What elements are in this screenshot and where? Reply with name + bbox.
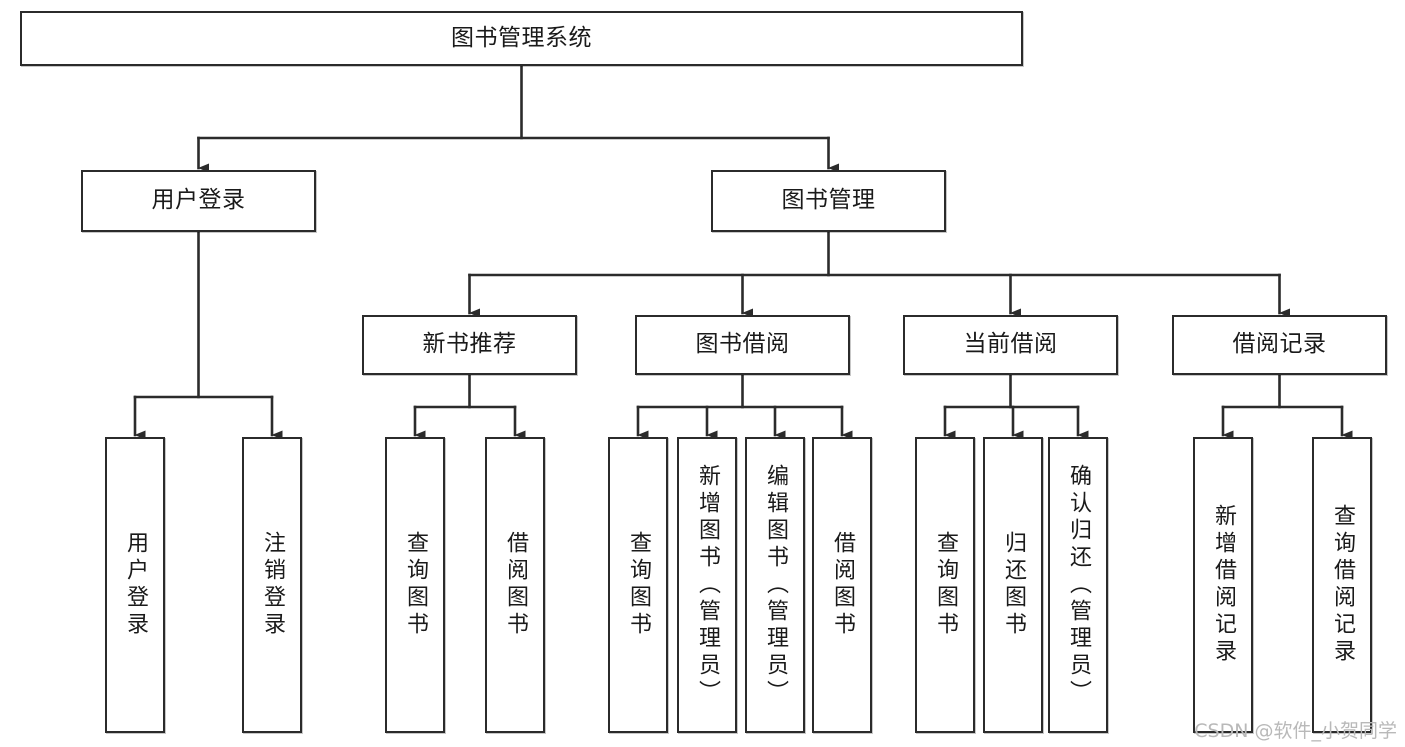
leaf-node-label: 编辑图书（管理员） [763, 463, 788, 707]
root-node-label: 图书管理系统 [451, 24, 592, 51]
node-book-borrow[interactable]: 图书借阅 [635, 315, 850, 375]
level2-node-label: 图书管理 [781, 187, 876, 214]
node-current-borrow[interactable]: 当前借阅 [903, 315, 1118, 375]
node-leaf-return-book[interactable]: 归还图书 [983, 437, 1043, 733]
level3-node-label: 图书借阅 [695, 331, 790, 358]
leaf-node-label: 查询图书 [933, 531, 958, 639]
leaf-node-label: 查询图书 [626, 531, 651, 639]
node-book-manage[interactable]: 图书管理 [711, 170, 946, 232]
node-root-book-management-system[interactable]: 图书管理系统 [20, 11, 1023, 66]
leaf-node-label: 查询图书 [403, 531, 428, 639]
node-leaf-query-book-2[interactable]: 查询图书 [608, 437, 668, 733]
node-leaf-query-record[interactable]: 查询借阅记录 [1312, 437, 1372, 733]
connector-group [133, 64, 1353, 440]
node-user-login[interactable]: 用户登录 [81, 170, 316, 232]
node-leaf-edit-book-admin[interactable]: 编辑图书（管理员） [745, 437, 805, 733]
node-leaf-add-record[interactable]: 新增借阅记录 [1193, 437, 1253, 733]
node-leaf-user-logout[interactable]: 注销登录 [242, 437, 302, 733]
leaf-node-label: 归还图书 [1001, 531, 1026, 639]
leaf-node-label: 用户登录 [123, 531, 148, 639]
node-leaf-add-book-admin[interactable]: 新增图书（管理员） [677, 437, 737, 733]
node-new-book-recommend[interactable]: 新书推荐 [362, 315, 577, 375]
node-borrow-records[interactable]: 借阅记录 [1172, 315, 1387, 375]
node-leaf-borrow-book-1[interactable]: 借阅图书 [485, 437, 545, 733]
level2-node-label: 用户登录 [151, 187, 246, 214]
leaf-node-label: 新增图书（管理员） [695, 463, 720, 707]
node-leaf-user-login[interactable]: 用户登录 [105, 437, 165, 733]
node-leaf-borrow-book-2[interactable]: 借阅图书 [812, 437, 872, 733]
leaf-node-label: 借阅图书 [503, 531, 528, 639]
leaf-node-label: 借阅图书 [830, 531, 855, 639]
leaf-node-label: 新增借阅记录 [1211, 504, 1236, 666]
leaf-node-label: 查询借阅记录 [1330, 504, 1355, 666]
level3-node-label: 当前借阅 [963, 331, 1058, 358]
level3-node-label: 新书推荐 [422, 331, 517, 358]
node-leaf-query-book-1[interactable]: 查询图书 [385, 437, 445, 733]
node-leaf-confirm-return[interactable]: 确认归还（管理员） [1048, 437, 1108, 733]
node-leaf-query-book-3[interactable]: 查询图书 [915, 437, 975, 733]
leaf-node-label: 确认归还（管理员） [1066, 463, 1091, 707]
leaf-node-label: 注销登录 [260, 531, 285, 639]
level3-node-label: 借阅记录 [1232, 331, 1327, 358]
